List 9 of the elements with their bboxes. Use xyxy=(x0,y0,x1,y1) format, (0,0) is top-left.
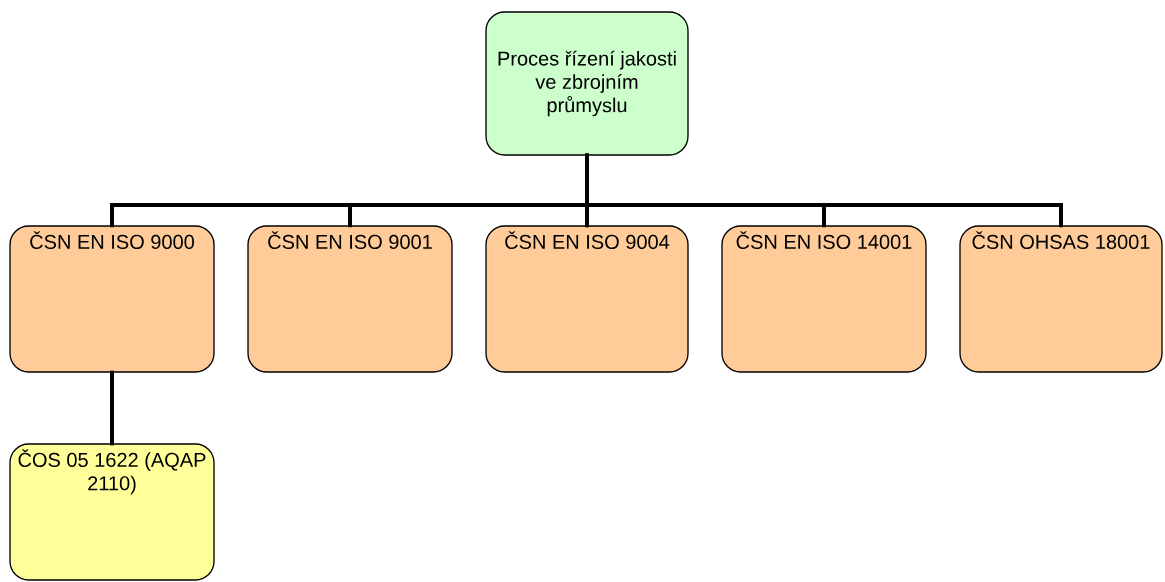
box: ČSN EN ISO 9004 xyxy=(485,225,689,373)
box: ČSN EN ISO 9001 xyxy=(247,225,453,373)
connector-line xyxy=(110,370,114,446)
box: ČOS 05 1622 (AQAP 2110) xyxy=(9,443,215,581)
box: ČSN EN ISO 9000 xyxy=(9,225,215,373)
box: ČSN EN ISO 14001 xyxy=(721,225,927,373)
box: Proces řízení jakosti ve zbrojním průmyslu xyxy=(485,11,689,156)
box: ČSN OHSAS 18001 xyxy=(959,225,1163,373)
connector-line xyxy=(585,153,1063,228)
